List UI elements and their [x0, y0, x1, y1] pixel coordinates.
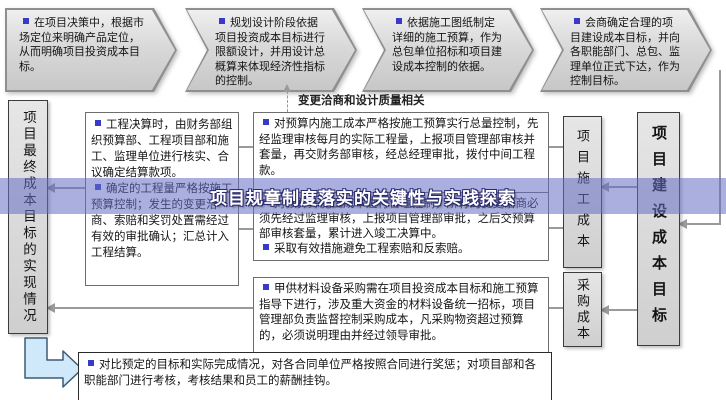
connector-b-ml: [234, 228, 253, 230]
bullet-icon: [574, 18, 580, 24]
flow-step-1-text: 在项目决策中，根据市场定位来明确产品定位，从而明确项目投资成本目标。: [19, 17, 144, 73]
material-procurement-box: 甲供材料设备采购需在项目投资成本目标和施工预算指导下进行，涉及重大资金的材料设备…: [253, 277, 549, 353]
bullet-icon: [263, 244, 269, 250]
bullet-icon: [263, 119, 269, 125]
flow-step-2: 规划设计阶段依据项目投资成本目标进行限额设计，并用设计总概算来体现经济性指标的控…: [185, 8, 357, 92]
project-cost-goal-text: 项目建设成本目标: [650, 125, 667, 333]
connector-pc-c: [545, 307, 563, 309]
project-cost-goal-box: 项目建设成本目标: [637, 112, 680, 346]
flow-step-3-text: 依据施工图纸制定详细的施工预算，作为总包单位招标和项目建设成本控制的依据。: [392, 17, 502, 73]
bullet-icon: [95, 120, 101, 126]
connector-step4-goal-vertical: [719, 70, 721, 225]
flow-step-4-text: 会商确定合理的项目建设成本目标，并向各职能部门、总包、监理单位正式下达，作为控制…: [570, 17, 680, 87]
flow-elbow-arrow-icon: [24, 337, 83, 388]
connector-change-dashed: [287, 91, 288, 112]
bullet-icon: [396, 18, 402, 24]
page-title: 项目规章制度落实的关键性与实践探索: [210, 188, 516, 208]
arrow-left-icon: [600, 305, 609, 315]
arrow-left-icon: [46, 303, 55, 313]
procurement-cost-text: 采购成本: [575, 277, 590, 342]
title-overlay-band: 项目规章制度落实的关键性与实践探索: [0, 178, 726, 214]
flow-step-1: 在项目决策中，根据市场定位来明确产品定位，从而明确项目投资成本目标。: [5, 8, 177, 92]
connector-a-ml: [234, 146, 253, 148]
flow-step-3: 依据施工图纸制定详细的施工预算，作为总包单位招标和项目建设成本控制的依据。: [362, 8, 534, 92]
assessment-text: 对比预定的目标和实际完成情况，对各合同单位严格按照合同进行奖惩；对项目部和各职能…: [84, 359, 536, 387]
connector-cc-a: [545, 146, 563, 148]
bullet-icon: [219, 18, 225, 24]
bullet-icon: [23, 18, 29, 24]
settlement-item-1: 工程决算时，由财务部组织预算部、工程项目部和施工、监理单位进行核实、合议确定结算…: [91, 119, 233, 179]
assessment-box: 对比预定的目标和实际完成情况，对各合同单位严格按照合同进行奖惩；对项目部和各职能…: [78, 352, 552, 400]
procurement-cost-box: 采购成本: [563, 272, 602, 347]
change-relation-label: 变更洽商和设计质量相关: [298, 95, 425, 107]
chevron-shape-fill: [7, 10, 175, 90]
in-budget-cost-text: 对预算内施工成本严格按施工预算实行总量控制，先经监理审核每月的实际工程量，上报项…: [259, 118, 539, 177]
connector-step4-goal-horizontal: [687, 223, 721, 225]
connector-c-goalresult: [54, 307, 253, 309]
chevron-shape-fill: [187, 10, 355, 90]
material-procurement-text: 甲供材料设备采购需在项目投资成本目标和施工预算指导下进行，涉及重大资金的材料设备…: [259, 283, 539, 342]
flow-step-2-text: 规划设计阶段依据项目投资成本目标进行限额设计，并用设计总概算来体现经济性指标的控…: [215, 17, 325, 87]
bullet-icon: [263, 284, 269, 290]
connector-cc-b: [545, 227, 563, 229]
bullet-icon: [88, 360, 94, 366]
final-goal-box: 项目最终成本目标的实现情况: [8, 100, 48, 334]
arrow-left-icon: [678, 219, 687, 229]
final-goal-box-text: 项目最终成本目标的实现情况: [21, 109, 36, 325]
arrow-up-icon: [283, 84, 291, 92]
chevron-shape-fill: [364, 10, 532, 90]
connector-goal-pc: [608, 309, 637, 311]
out-budget-item-2: 采取有效措施避免工程索赔和反索赔。: [274, 243, 470, 255]
flow-step-4: 会商确定合理的项目建设成本目标，并向各职能部门、总包、监理单位正式下达，作为控制…: [540, 8, 712, 92]
chevron-shape-fill: [542, 10, 710, 90]
